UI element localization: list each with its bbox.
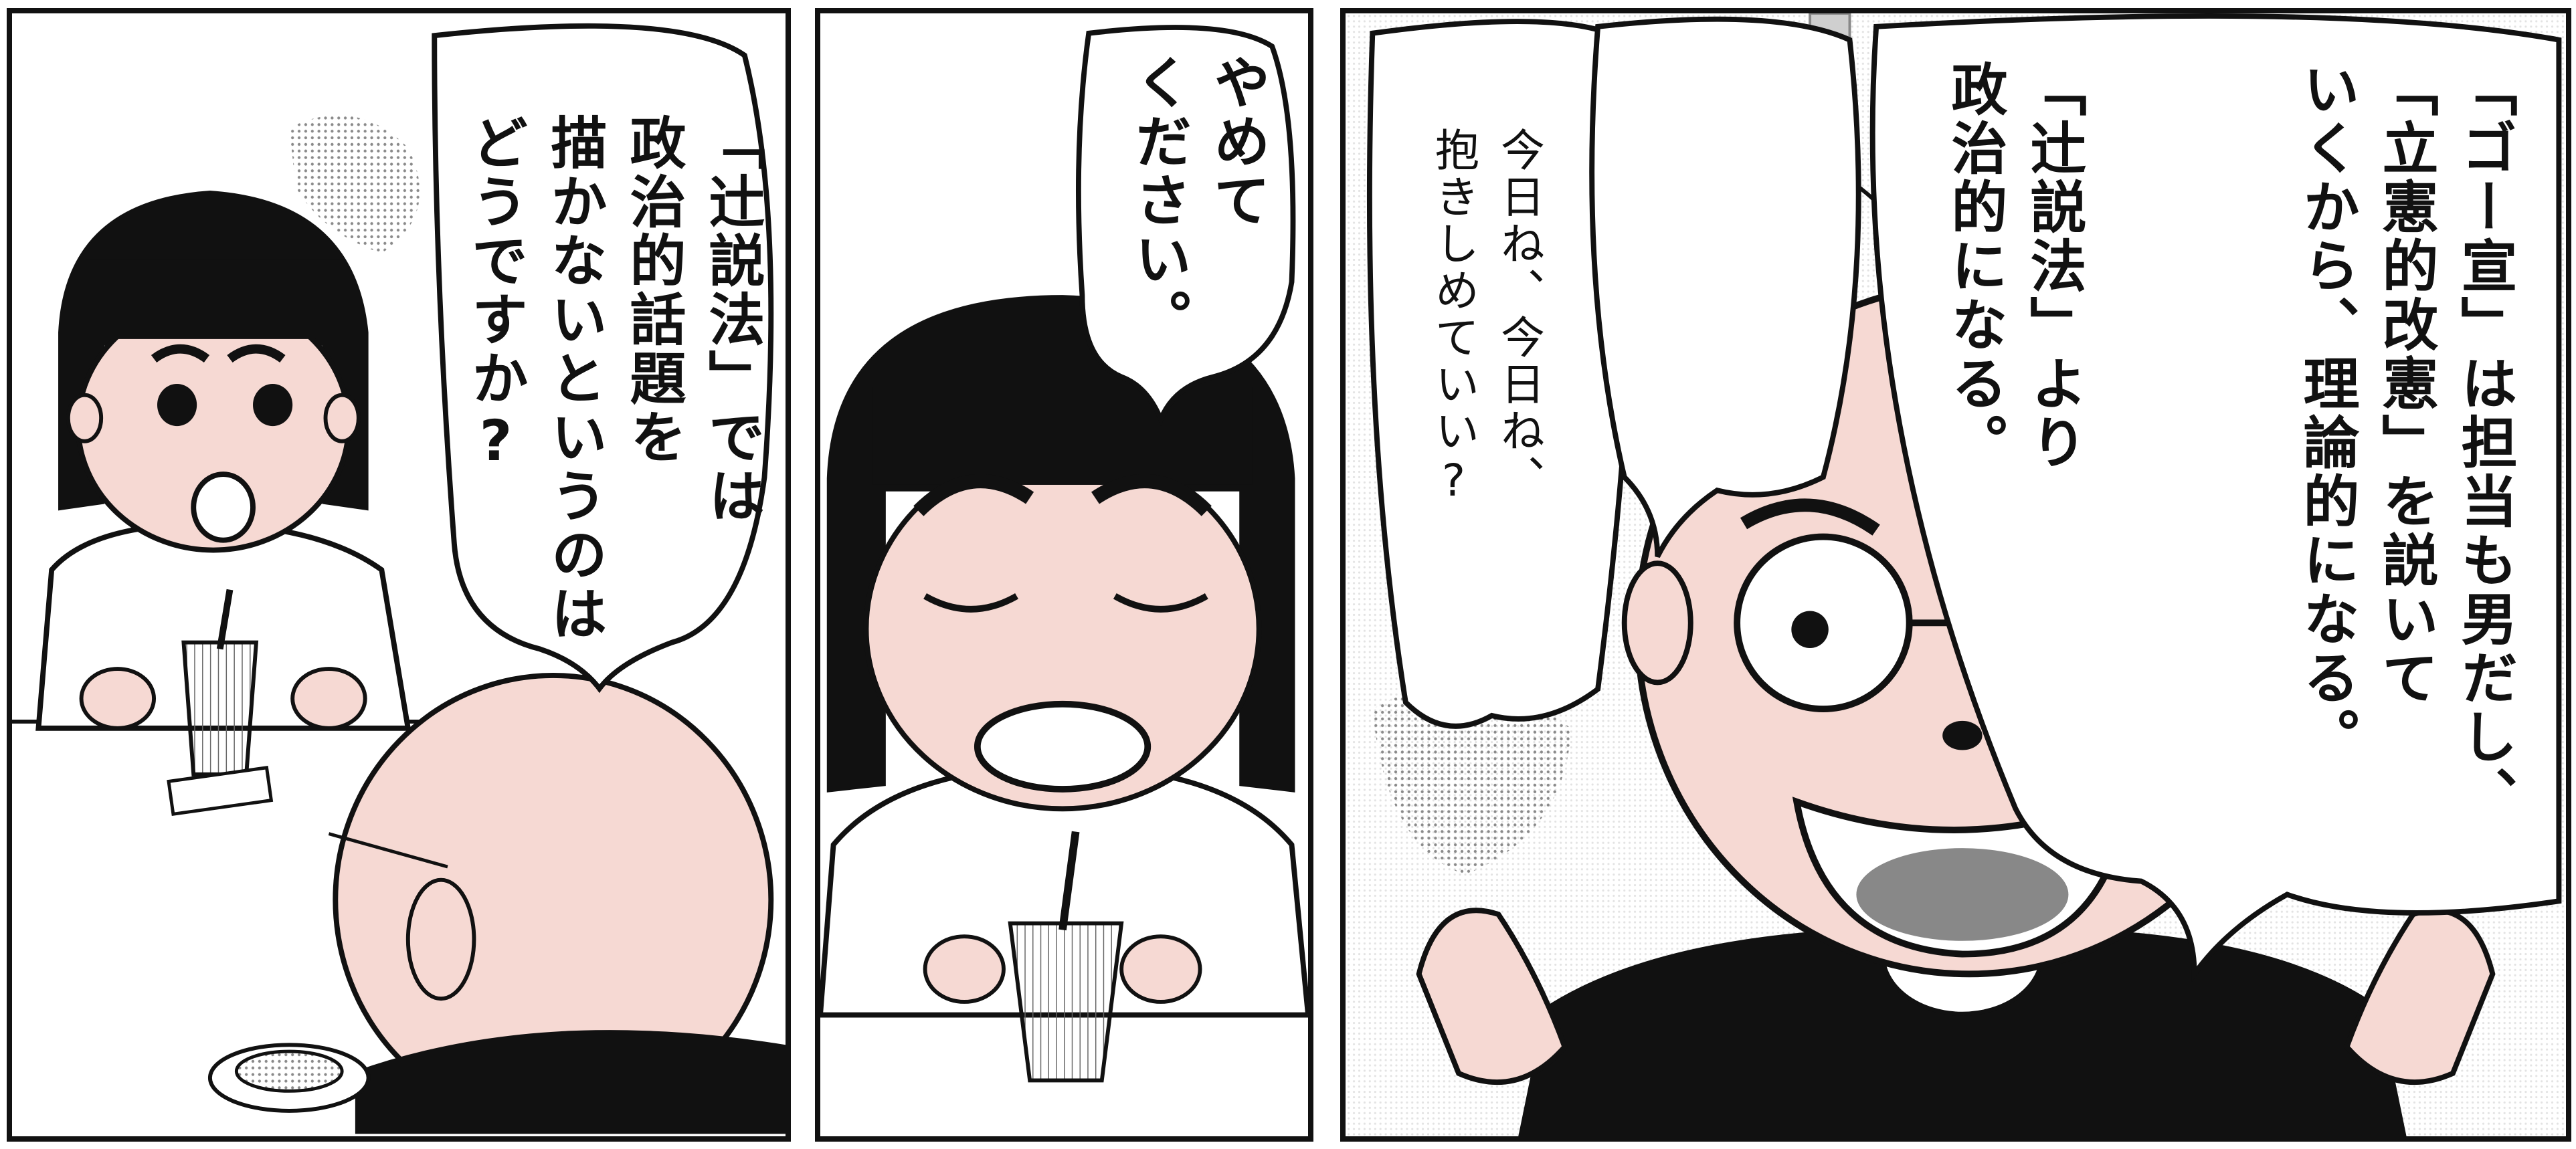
speech-balloon-middle-shape xyxy=(1589,16,1861,558)
balloon-3m-line-1: 「辻説法」より xyxy=(2021,60,2087,472)
balloon-3m-line-2: 政治的になる。 xyxy=(1942,60,2008,472)
comic-panel-2: やめて ください。 xyxy=(815,8,1313,1142)
man-back-figure xyxy=(328,672,786,1134)
balloon-3r-line-2: 「立憲的改憲」を説いて xyxy=(2373,60,2439,708)
balloon-1-line-1: 「辻説法」では xyxy=(700,114,765,526)
panel-2-artwork xyxy=(820,25,1308,1083)
comic-panel-1: 「辻説法」では 政治的話題を 描かないというのは どうですか? xyxy=(7,8,791,1142)
panel-3-artwork xyxy=(1346,13,2566,1136)
balloon-3l-line-2: 抱きしめていい? xyxy=(1428,127,1479,509)
speech-balloon-shape xyxy=(432,23,774,694)
woman-closeup-figure xyxy=(820,295,1308,1083)
foliage-tone xyxy=(289,115,420,253)
balloon-2-line-1: やめて xyxy=(1205,54,1271,230)
speech-balloon-1: 「辻説法」では 政治的話題を 描かないというのは どうですか? xyxy=(463,114,765,649)
speech-balloon-3-middle: 「辻説法」より 政治的になる。 xyxy=(1914,60,2115,488)
woman-figure xyxy=(35,190,411,817)
balloon-3l-line-1: 今日ね、今日ね、 xyxy=(1493,127,1545,502)
speech-balloon-shape xyxy=(1076,25,1296,427)
balloon-3r-line-1: 「ゴー宣」は担当も男だし、 xyxy=(2452,60,2518,825)
balloon-1-line-3: 描かないというのは xyxy=(542,114,608,643)
thought-balloon-3-left: 今日ね、今日ね、 抱きしめていい? xyxy=(1399,127,1573,635)
balloon-1-line-4: どうですか? xyxy=(463,114,529,476)
balloon-3r-line-3: いくから、理論的になる。 xyxy=(2294,60,2360,766)
panel-1-artwork xyxy=(12,23,786,1134)
balloon-2-line-2: ください。 xyxy=(1126,54,1192,348)
speech-balloon-3-right: 「ゴー宣」は担当も男だし、 「立憲的改憲」を説いて いくから、理論的になる。 xyxy=(2249,60,2563,883)
coffee-cup xyxy=(207,1043,371,1113)
speech-balloon-right-shape xyxy=(1869,13,2562,982)
balloon-1-line-2: 政治的話題を xyxy=(621,114,686,467)
speech-balloon-2: やめて ください。 xyxy=(1108,54,1289,361)
comic-panel-3: 「ゴー宣」は担当も男だし、 「立憲的改憲」を説いて いくから、理論的になる。 「… xyxy=(1340,8,2571,1142)
